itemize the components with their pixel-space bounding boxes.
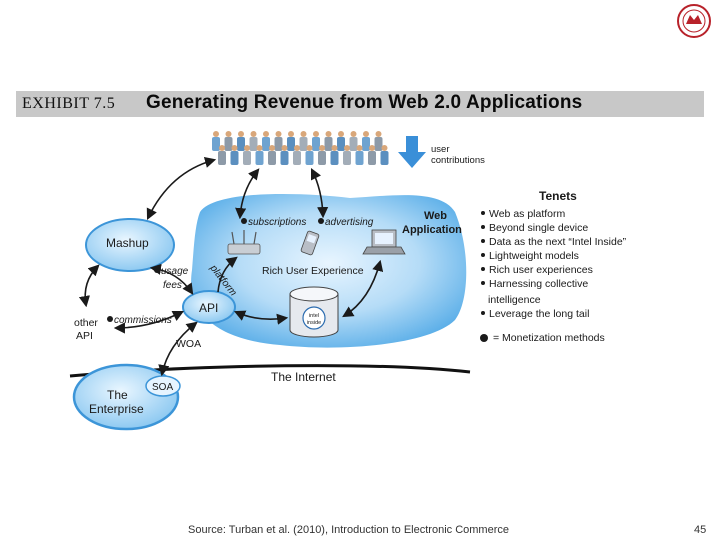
- tenets-title: Tenets: [539, 189, 577, 203]
- user-crowd-icon: [212, 131, 389, 165]
- tenet-item: Web as platform: [489, 208, 566, 220]
- person-icon: [293, 145, 301, 165]
- person-icon: [299, 131, 308, 151]
- person-icon: [368, 145, 376, 165]
- person-icon: [212, 131, 220, 151]
- tenet-item: Harnessing collective: [489, 278, 588, 290]
- tenet-bullet: [481, 239, 485, 243]
- tenet-bullet: [481, 211, 485, 215]
- internet-label: The Internet: [271, 370, 336, 384]
- person-icon: [312, 131, 320, 151]
- person-icon: [374, 131, 383, 151]
- arrow-people-to-subscriptions: [235, 168, 260, 220]
- intel-inside-icon: intel inside: [302, 306, 326, 330]
- tenet-item: Data as the next “Intel Inside”: [489, 236, 627, 248]
- fees-label: fees: [163, 280, 182, 291]
- person-icon: [280, 145, 289, 165]
- laptop-icon: [362, 229, 406, 255]
- tenet-item: Rich user experiences: [489, 264, 593, 276]
- person-icon: [343, 145, 351, 165]
- other-api-label: API: [76, 330, 93, 342]
- tenet-item: Leverage the long tail: [489, 308, 589, 320]
- person-icon: [274, 131, 283, 151]
- arrow-people-to-mashup: [146, 156, 217, 221]
- enterprise-label-2: Enterprise: [89, 402, 144, 416]
- exhibit-title: Generating Revenue from Web 2.0 Applicat…: [146, 92, 583, 113]
- person-icon: [355, 145, 364, 165]
- person-icon: [249, 131, 258, 151]
- monetization-dot: [318, 218, 324, 224]
- advertising-label: advertising: [325, 217, 374, 228]
- svg-text:intel: intel: [309, 313, 319, 319]
- person-icon: [337, 131, 345, 151]
- rich-user-experience-label: Rich User Experience: [262, 265, 364, 277]
- header-bar: [16, 91, 704, 117]
- subscriptions-label: subscriptions: [248, 217, 306, 228]
- mashup-label: Mashup: [106, 236, 149, 250]
- person-icon: [262, 131, 270, 151]
- arrow-database-to-laptop: [342, 259, 384, 318]
- person-icon: [218, 145, 226, 165]
- person-icon: [330, 145, 339, 165]
- arrow-api-to-database: [233, 310, 289, 325]
- other-label: other: [74, 317, 98, 329]
- web-application-cloud: [191, 193, 467, 348]
- arrow-mashup-to-api: [149, 263, 194, 295]
- tenet-bullet: [481, 225, 485, 229]
- enterprise-label-1: The: [107, 388, 128, 402]
- router-icon: [227, 230, 261, 255]
- person-icon: [324, 131, 333, 151]
- tenet-continuation: intelligence: [488, 294, 541, 306]
- person-icon: [237, 131, 245, 151]
- down-arrow-icon: [398, 136, 426, 168]
- person-icon: [349, 131, 358, 151]
- monetization-dot: [107, 316, 113, 322]
- tenet-bullet: [481, 267, 485, 271]
- page-number: 45: [694, 524, 707, 536]
- user-contributions-label-1: user: [431, 144, 449, 155]
- api-label: API: [199, 301, 218, 315]
- arrow-api-to-enterprise: [158, 321, 198, 377]
- exhibit-label: EXHIBIT 7.5: [22, 95, 116, 112]
- person-icon: [224, 131, 233, 151]
- person-icon: [318, 145, 326, 165]
- person-icon: [230, 145, 239, 165]
- person-icon: [362, 131, 370, 151]
- web-label-2: Application: [402, 224, 462, 236]
- woa-label: WOA: [176, 338, 201, 350]
- person-icon: [287, 131, 295, 151]
- tenet-item: Lightweight models: [489, 250, 579, 262]
- mashup-node: [85, 218, 175, 272]
- footer-source: Source: Turban et al. (2010), Introducti…: [188, 524, 509, 536]
- user-contributions-label-2: contributions: [431, 155, 485, 166]
- arrow-people-to-advertising: [310, 167, 329, 219]
- person-icon: [243, 145, 251, 165]
- arrow-api-to-cloud: [217, 256, 238, 293]
- arrow-mashup-to-other-api: [78, 264, 100, 308]
- svg-text:inside: inside: [307, 320, 321, 326]
- arrow-other-api-to-api: [113, 310, 185, 334]
- mobile-phone-icon: [300, 230, 320, 256]
- api-node: [182, 290, 236, 324]
- tenet-bullet: [481, 281, 485, 285]
- person-icon: [305, 145, 314, 165]
- tenet-bullet: [481, 311, 485, 315]
- person-icon: [255, 145, 264, 165]
- person-icon: [380, 145, 389, 165]
- monetization-legend-label: = Monetization methods: [493, 332, 605, 344]
- university-seal-icon: [677, 4, 711, 38]
- soa-label: SOA: [152, 382, 173, 393]
- tenet-item: Beyond single device: [489, 222, 588, 234]
- person-icon: [268, 145, 276, 165]
- web-label-1: Web: [424, 210, 447, 222]
- monetization-legend-dot: [480, 334, 488, 342]
- monetization-dot: [241, 218, 247, 224]
- tenet-bullet: [481, 253, 485, 257]
